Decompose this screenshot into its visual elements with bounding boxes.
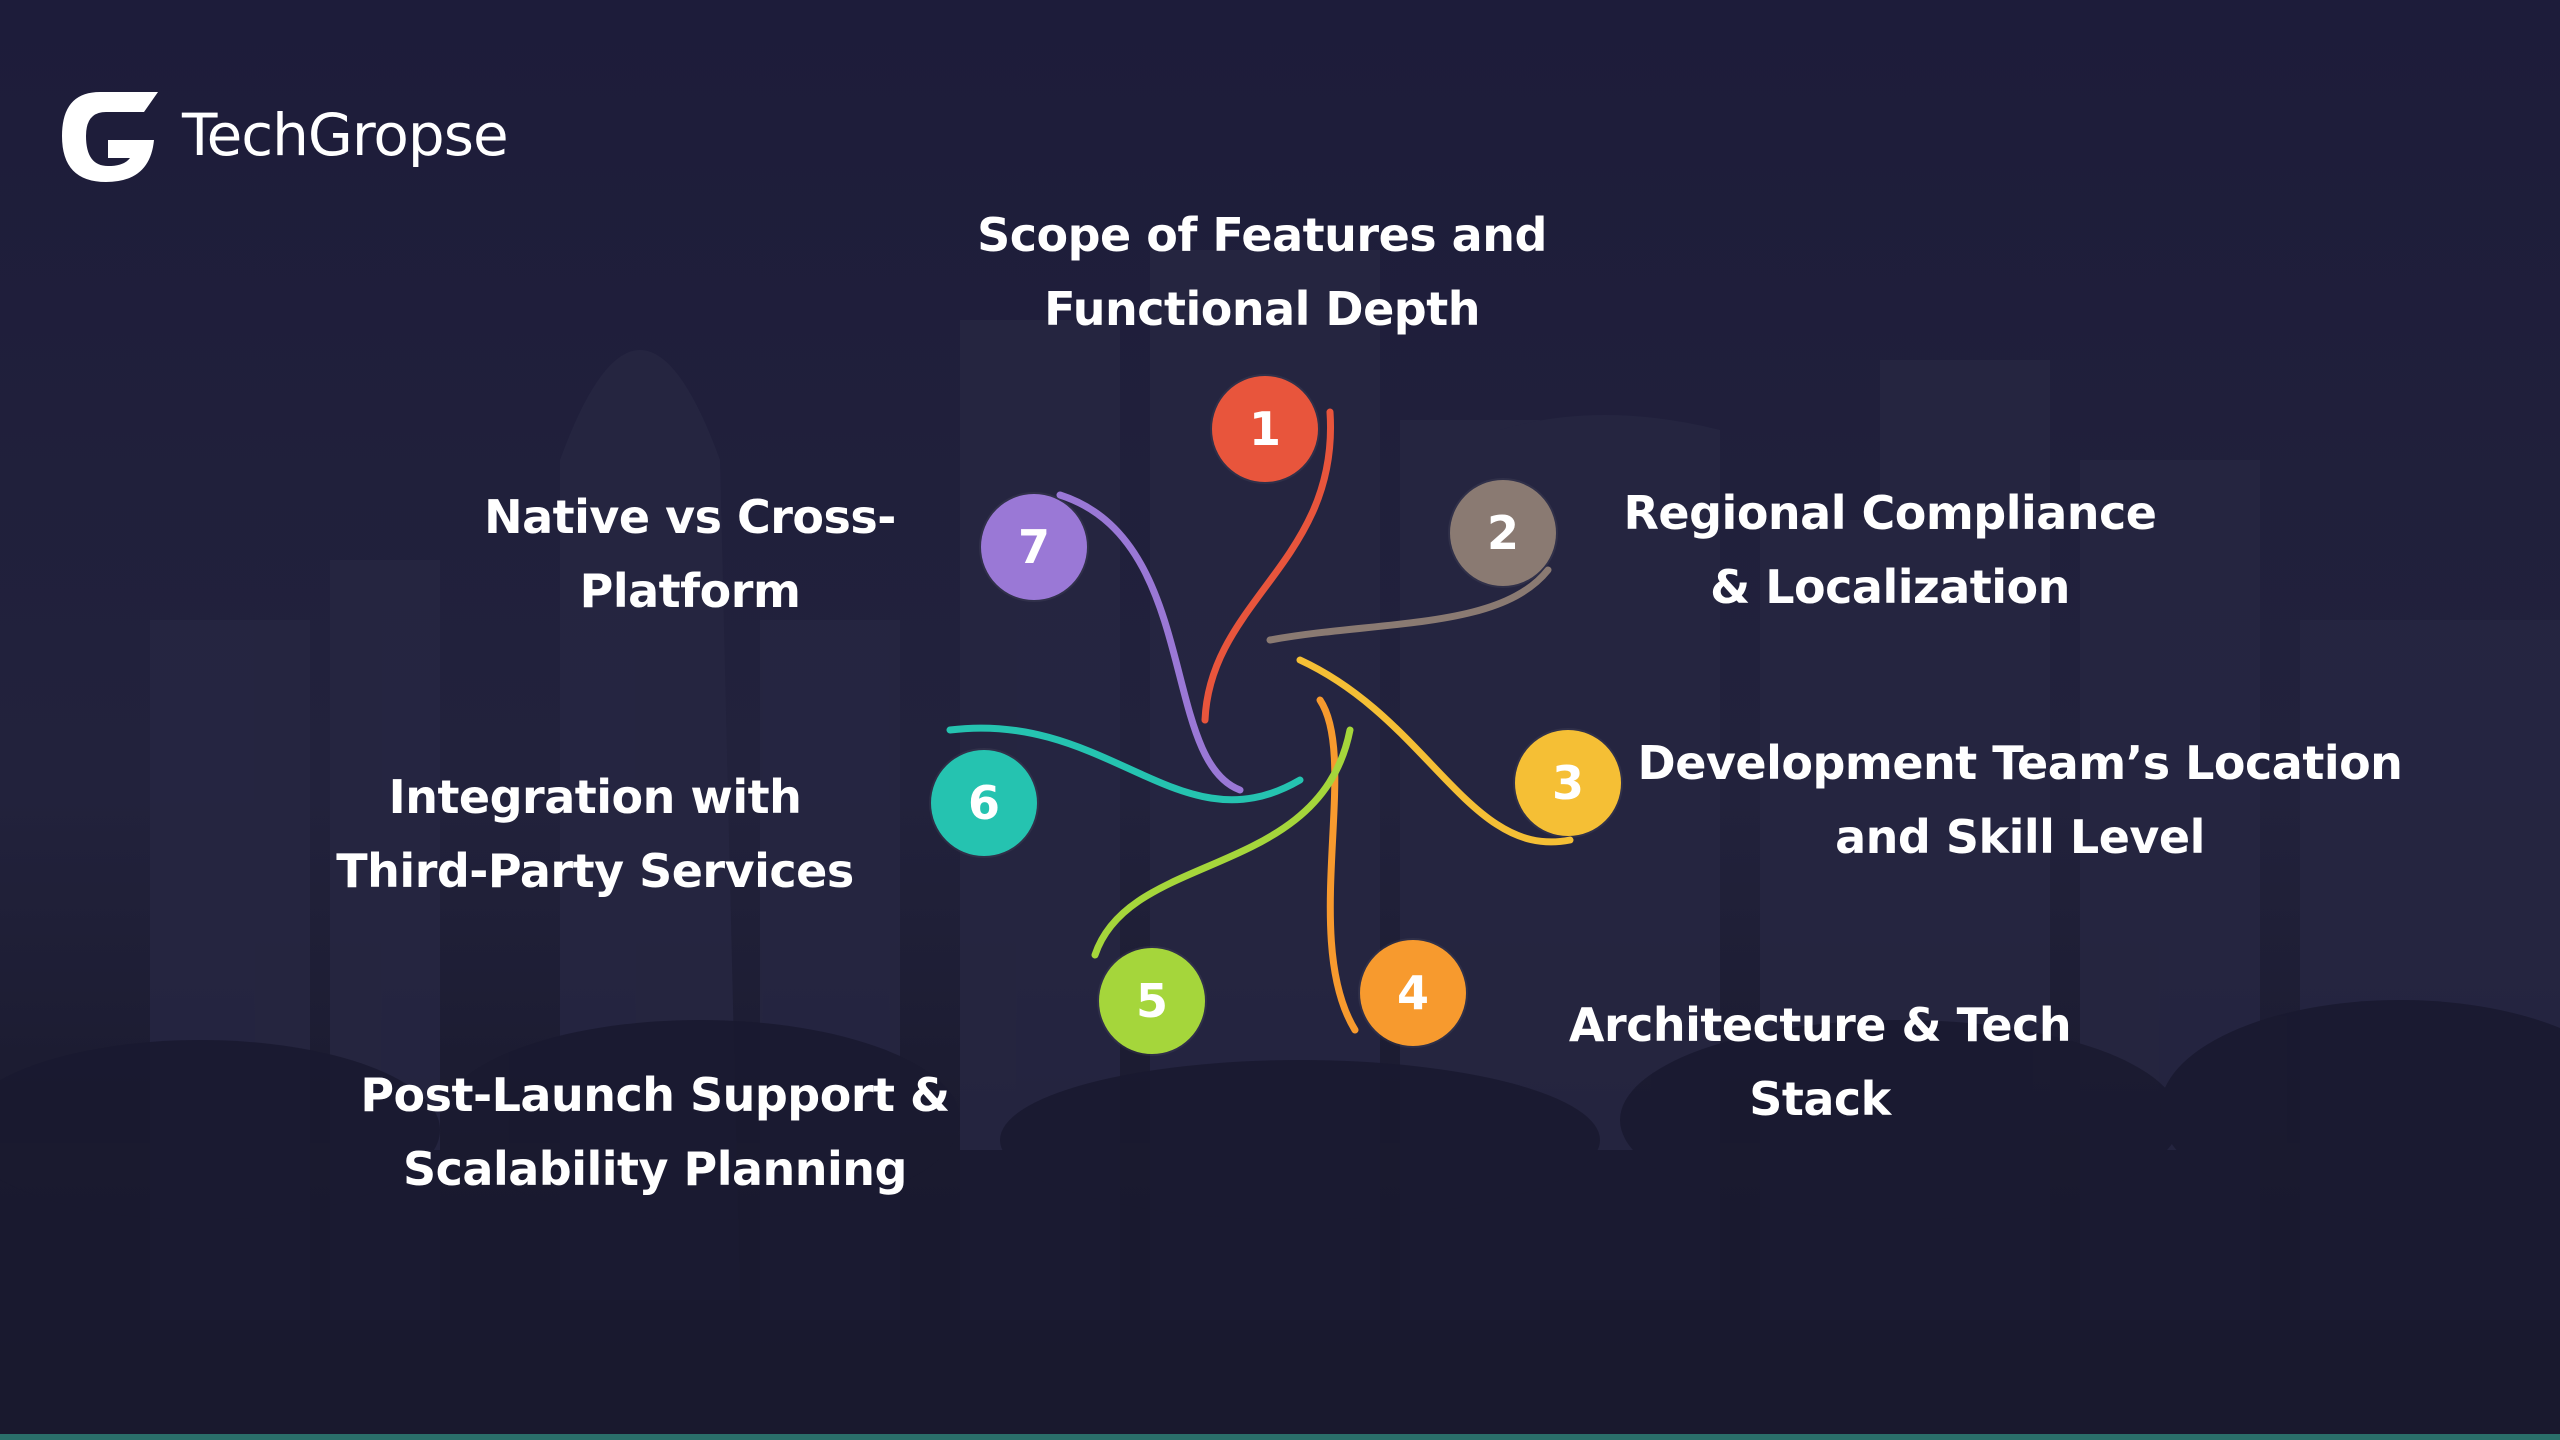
label-1: Scope of Features and Functional Depth bbox=[977, 208, 1547, 336]
node-7: 7 bbox=[981, 494, 1087, 600]
connector-6 bbox=[946, 724, 1304, 804]
label-3: Development Team’s Location and Skill Le… bbox=[1637, 736, 2403, 864]
connector-4 bbox=[1316, 696, 1359, 1034]
connector-1 bbox=[1201, 408, 1335, 724]
node-2: 2 bbox=[1450, 480, 1556, 586]
node-5: 5 bbox=[1099, 948, 1205, 1054]
node-4: 4 bbox=[1360, 940, 1466, 1046]
node-7-number: 7 bbox=[1017, 520, 1050, 574]
node-6: 6 bbox=[931, 750, 1037, 856]
connector-7 bbox=[1056, 491, 1244, 794]
connector-3 bbox=[1296, 656, 1574, 846]
bottom-accent-strip bbox=[0, 1434, 2560, 1440]
label-6: Integration with Third-Party Services bbox=[336, 770, 854, 898]
brand-name: TechGropse bbox=[182, 101, 509, 169]
node-2-number: 2 bbox=[1486, 506, 1519, 560]
node-1: 1 bbox=[1212, 376, 1318, 482]
node-4-number: 4 bbox=[1396, 966, 1429, 1020]
node-3: 3 bbox=[1515, 730, 1621, 836]
label-5: Post-Launch Support & Scalability Planni… bbox=[360, 1068, 950, 1196]
node-6-number: 6 bbox=[967, 776, 1000, 830]
label-7: Native vs Cross-Platform bbox=[484, 490, 896, 618]
brand-logo: TechGropse bbox=[58, 78, 509, 190]
node-3-number: 3 bbox=[1551, 756, 1584, 810]
node-1-number: 1 bbox=[1248, 402, 1281, 456]
label-2: Regional Compliance & Localization bbox=[1623, 486, 2158, 614]
connector-2 bbox=[1266, 566, 1552, 644]
connector-5 bbox=[1091, 726, 1354, 959]
label-4: Architecture & Tech Stack bbox=[1568, 998, 2072, 1126]
node-5-number: 5 bbox=[1135, 974, 1168, 1028]
g-logo-icon bbox=[62, 92, 158, 182]
